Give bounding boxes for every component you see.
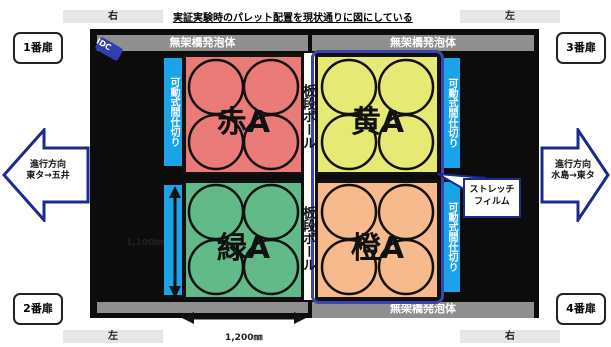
door-3: 3番扉 <box>556 32 606 64</box>
pallet-red-label: 赤A <box>216 105 271 140</box>
pallet-green: 緑A <box>183 180 304 300</box>
bottom-left-label: 左 <box>63 330 163 343</box>
direction-right-line2: 水島→東タ <box>551 171 595 181</box>
top-right-label: 左 <box>460 10 560 23</box>
board-pole-top: 板段ボール <box>300 84 315 149</box>
direction-right-line1: 進行方向 <box>554 160 591 170</box>
styrofoam-bottom-left <box>97 302 308 313</box>
partition-right-top: 可動式間仕切り <box>442 58 460 168</box>
partition-left-bottom <box>164 185 182 295</box>
door-4: 4番扉 <box>556 293 606 325</box>
partition-right-bottom: 可動式間仕切り <box>442 182 460 292</box>
pallet-yellow-cases <box>318 57 437 172</box>
idc-device-icon <box>95 37 123 61</box>
pallet-orange-label: 橙A <box>350 231 405 266</box>
direction-left-line2: 東タ→五井 <box>26 171 70 181</box>
pallet-green-cases <box>186 183 301 297</box>
pallet-red: 赤A <box>183 54 304 175</box>
board-pole-bottom: 板段ボール <box>300 206 315 271</box>
pallet-orange-cases <box>318 183 437 297</box>
center-divider <box>304 53 315 300</box>
dimension-height-label: 1,100㎜ <box>126 238 164 248</box>
direction-left-line1: 進行方向 <box>29 160 66 170</box>
pallet-orange: 橙A <box>315 180 440 300</box>
pallet-yellow-label: 黄A <box>350 105 405 140</box>
dimension-width-arrow <box>182 312 306 324</box>
direction-arrow-right <box>540 128 610 222</box>
diagram-title: 実証実験時のパレット配置を現状通りに図にしている <box>173 13 413 24</box>
pallet-green-label: 緑A <box>216 231 271 266</box>
styrofoam-top-left: 無架橋発泡体 <box>97 35 308 51</box>
top-left-label: 右 <box>63 10 163 23</box>
styrofoam-top-right: 無架橋発泡体 <box>312 35 534 51</box>
direction-right-text: 進行方向 水島→東タ <box>543 160 603 182</box>
styrofoam-bottom-right: 無架橋発泡体 <box>312 302 534 318</box>
stretch-film-outline <box>311 50 444 304</box>
direction-arrow-left <box>2 128 90 222</box>
dimension-width-label: 1,200㎜ <box>225 333 263 343</box>
door-2: 2番扉 <box>13 293 63 325</box>
direction-left-text: 進行方向 東タ→五井 <box>20 160 76 182</box>
pallet-red-cases <box>186 57 301 172</box>
pallet-yellow: 黄A <box>315 54 440 175</box>
partition-left-top: 可動式間仕切り <box>164 58 182 166</box>
dimension-height-arrow <box>169 186 181 298</box>
door-1: 1番扉 <box>13 32 63 64</box>
bottom-right-label: 右 <box>460 330 560 343</box>
stretch-film-label: ストレッチフィルム <box>463 178 521 218</box>
